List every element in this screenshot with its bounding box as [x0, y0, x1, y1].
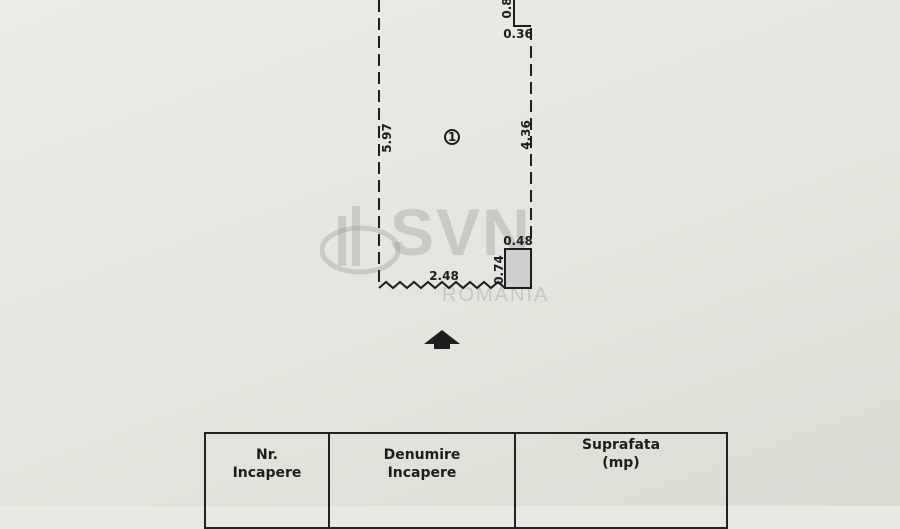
arrow-up-icon [424, 330, 460, 349]
room-number-circle [444, 129, 460, 145]
dim-bottom-wall: 2.48 [429, 269, 459, 283]
top-step-wall [513, 0, 531, 27]
column [504, 248, 532, 289]
dim-column-height: 0.74 [492, 255, 506, 285]
header-text: (mp) [602, 455, 640, 471]
header-text: Denumire [383, 447, 461, 463]
header-text: Incapere [232, 465, 302, 481]
floor-plan: 1 5.97 4.36 0.36 0.8 2.48 0.48 0.74 [378, 0, 533, 349]
dim-column-width: 0.48 [503, 234, 533, 248]
dim-right-wall: 4.36 [519, 120, 533, 150]
dim-top-partial: 0.8 [500, 0, 514, 19]
room-number: 1 [448, 130, 456, 144]
header-text: Incapere [387, 465, 457, 481]
header-text: Nr. [256, 447, 278, 463]
rooms-table: Nr. Incapere Denumire Incapere Suprafata… [204, 432, 728, 529]
dim-top-step: 0.36 [503, 27, 533, 41]
table-header-row: Nr. Incapere Denumire Incapere Suprafata… [204, 432, 728, 529]
header-text: Suprafata [581, 437, 661, 453]
watermark-logo [320, 206, 400, 275]
document-background [0, 0, 900, 506]
dim-left-wall: 5.97 [380, 123, 394, 153]
header-room-number: Nr. Incapere [204, 432, 330, 529]
header-surface: Suprafata (mp) [514, 432, 728, 529]
watermark-subtitle: ROMANIA [442, 284, 550, 306]
header-room-name: Denumire Incapere [328, 432, 516, 529]
bottom-wall [378, 280, 506, 290]
